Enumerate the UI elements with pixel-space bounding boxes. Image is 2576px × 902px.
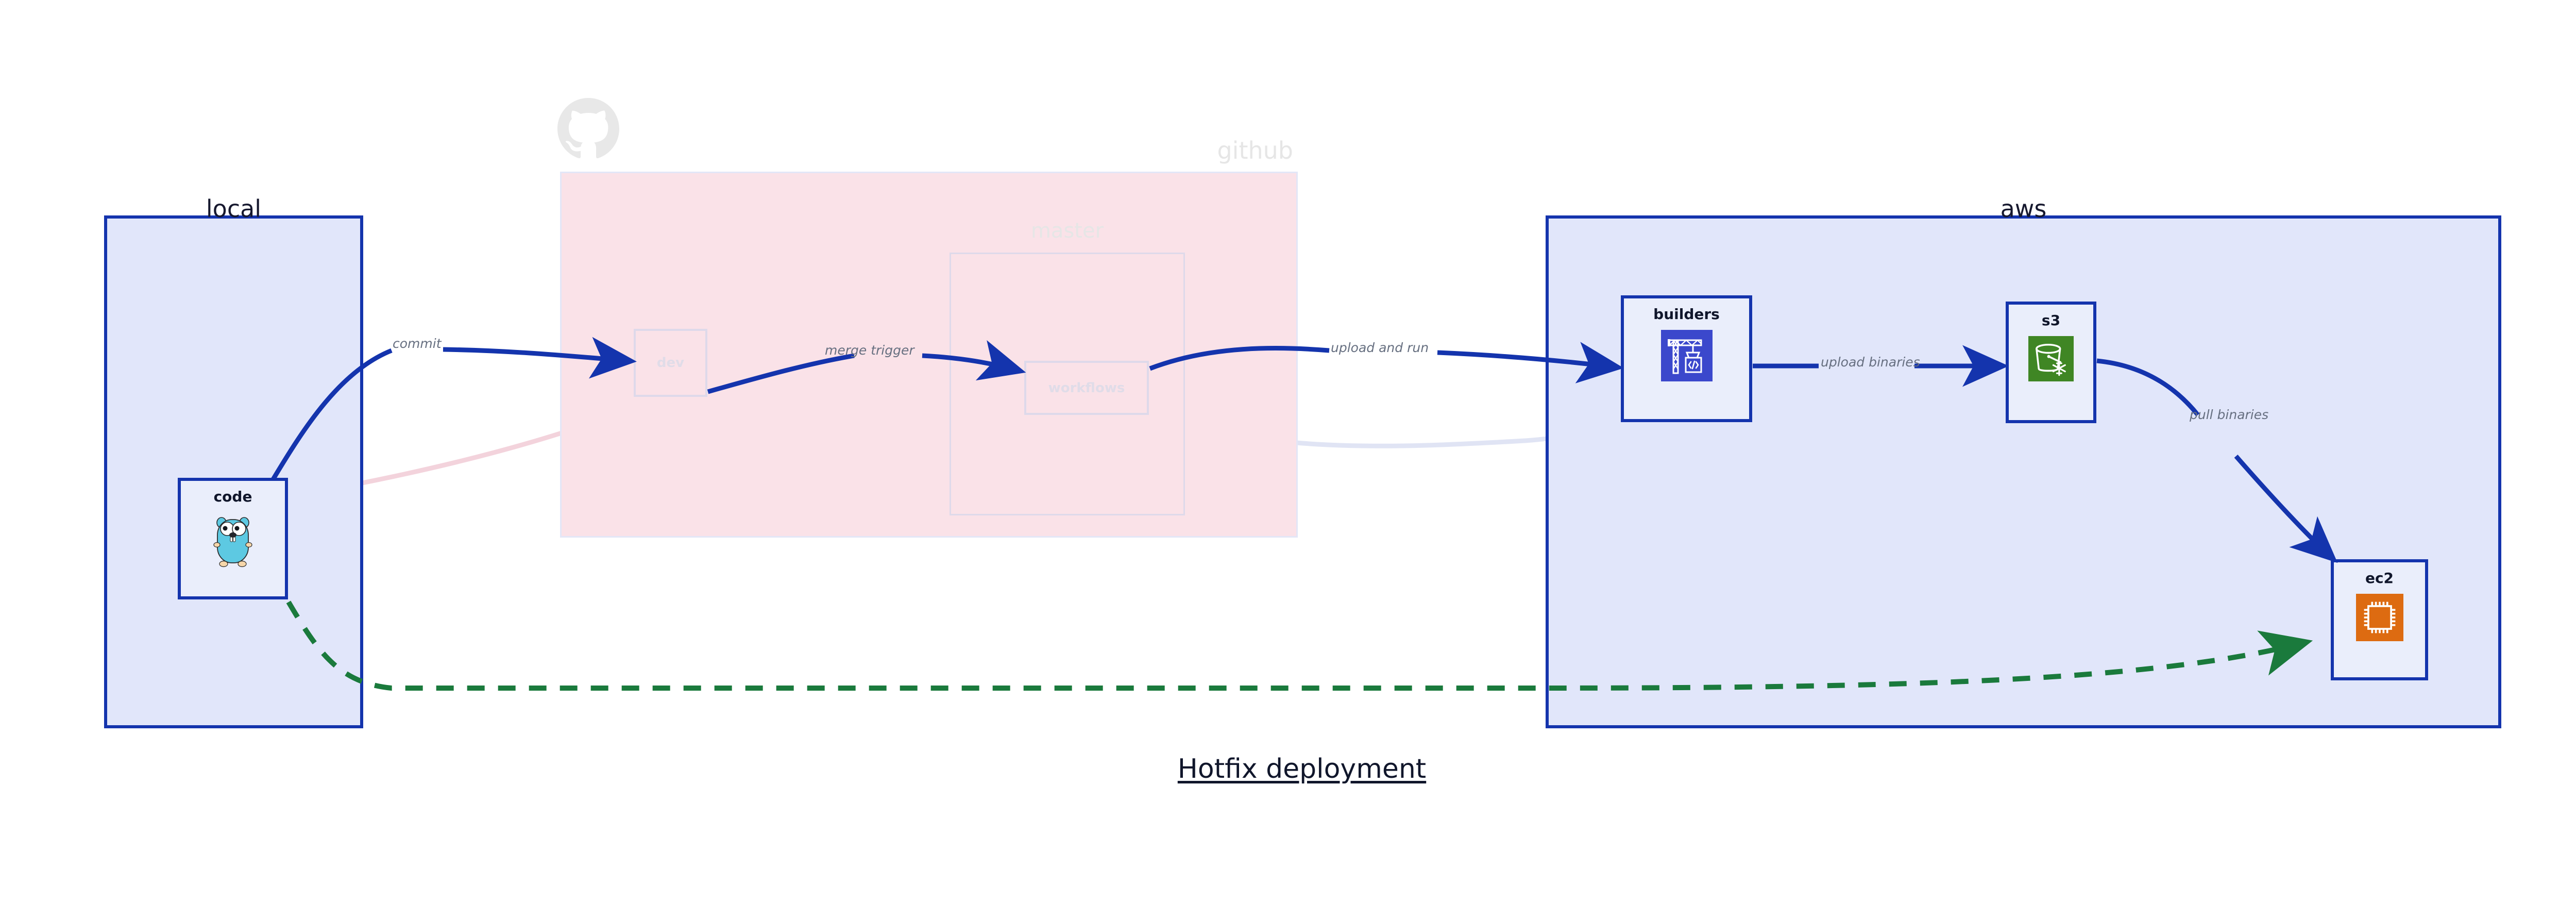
edge-commit-line-2 xyxy=(443,337,637,379)
go-gopher-icon xyxy=(212,512,253,570)
edge-label-upload-binaries: upload binaries xyxy=(1821,355,1920,370)
edge-commit-line xyxy=(271,348,393,481)
node-workflows[interactable]: workflows xyxy=(1024,361,1149,415)
node-workflows-label: workflows xyxy=(1048,380,1125,396)
edge-pull-binaries-line xyxy=(2096,358,2200,416)
node-s3[interactable]: s3 xyxy=(2006,302,2096,423)
edge-merge-trigger-line xyxy=(707,353,855,394)
diagram-title: Hotfix deployment xyxy=(1177,754,1427,784)
node-s3-label: s3 xyxy=(2041,312,2061,329)
aws-ec2-icon xyxy=(2355,594,2403,641)
edge-hotfix-dashed xyxy=(286,600,2313,691)
aws-s3-glacier-icon xyxy=(2028,336,2074,381)
aws-codebuild-icon xyxy=(1660,330,1713,381)
edge-merge-trigger-line-2 xyxy=(922,340,1026,381)
cluster-local xyxy=(104,215,363,728)
github-octocat-icon xyxy=(557,98,619,159)
cluster-label-github: github xyxy=(1217,137,1293,164)
edge-label-merge-trigger: merge trigger xyxy=(825,343,914,358)
edge-label-commit: commit xyxy=(393,336,442,351)
edge-label-pull-binaries: pull binaries xyxy=(2190,407,2269,422)
edge-upload-and-run-line-2 xyxy=(1437,342,1624,383)
node-ec2-label: ec2 xyxy=(2365,570,2394,587)
node-code-label: code xyxy=(213,488,252,505)
cluster-label-aws: aws xyxy=(2000,195,2047,223)
node-ec2[interactable]: ec2 xyxy=(2331,559,2428,680)
edge-label-upload-and-run: upload and run xyxy=(1331,340,1429,355)
subcluster-master xyxy=(950,253,1185,515)
cluster-label-local: local xyxy=(206,195,262,223)
node-builders-label: builders xyxy=(1653,306,1720,323)
edge-pull-binaries-line-2 xyxy=(2234,455,2338,563)
node-dev-label: dev xyxy=(656,355,685,371)
node-code[interactable]: code xyxy=(178,478,288,599)
edge-upload-and-run-line xyxy=(1149,346,1330,371)
node-builders[interactable]: builders xyxy=(1621,295,1752,422)
subcluster-label-master: master xyxy=(1030,219,1104,243)
